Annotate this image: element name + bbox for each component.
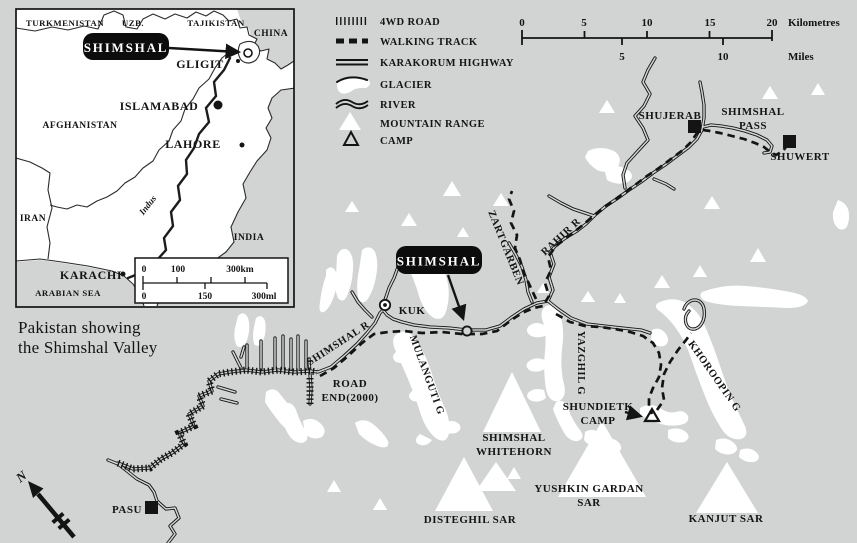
gligit-dot xyxy=(236,59,240,63)
label-road-end-2: END(2000) xyxy=(321,392,378,404)
label-lahore: LAHORE xyxy=(165,137,221,151)
shimshal-callout-label: SHIMSHAL xyxy=(397,254,481,269)
shujerab-settlement-marker xyxy=(688,120,701,133)
inset-scale-mi-300: 300ml xyxy=(252,292,277,302)
label-yushkin-gardan-1: YUSHKIN GARDAN xyxy=(534,483,643,495)
label-shundietk-camp-1: SHUNDIETK xyxy=(563,401,634,413)
inset-scale-mi-150: 150 xyxy=(198,292,213,302)
label-shimshal-whitehorn-1: SHIMSHAL xyxy=(482,432,545,444)
peak-kanjut-sar xyxy=(696,462,758,513)
pasu-settlement-marker xyxy=(145,501,158,514)
inset-scale-km-100: 100 xyxy=(171,265,186,275)
label-shundietk-camp-2: CAMP xyxy=(581,415,616,427)
inset-callout-box xyxy=(83,33,169,60)
inset-map: TURKMENISTAN UZB. TAJIKISTAN CHINA GLIGI… xyxy=(15,8,295,357)
legend-label-camp: CAMP xyxy=(380,136,413,147)
label-road-end-1: ROAD xyxy=(333,378,367,390)
inset-shimshal-marker xyxy=(243,48,253,58)
karakorum-highway-icon xyxy=(336,59,368,66)
label-yushkin-gardan-2: SAR xyxy=(577,497,601,509)
karachi-dot xyxy=(120,271,126,277)
inset-caption-line1: Pakistan showing xyxy=(18,318,141,337)
scale-km-20: 20 xyxy=(767,17,779,29)
shundietk-camp-arrow xyxy=(624,405,644,421)
label-yazghil-glacier: YAZGHIL G xyxy=(575,331,586,395)
scale-km-unit: Kilometres xyxy=(788,17,840,29)
inset-india-region xyxy=(157,88,294,307)
label-kuk: KUK xyxy=(399,305,426,317)
peak-yushkin-gardan-sar xyxy=(558,421,646,497)
camp-icon xyxy=(643,406,661,423)
scale-km-15: 15 xyxy=(705,17,717,29)
north-arrow: N xyxy=(12,467,76,539)
inset-arabian-sea xyxy=(16,260,144,307)
label-disteghil-sar: DISTEGHIL SAR xyxy=(424,514,517,526)
inset-china-region xyxy=(237,9,294,69)
inset-callout-arrow xyxy=(168,43,242,60)
river-icon xyxy=(335,98,369,110)
legend-label-4wd-road: 4WD ROAD xyxy=(380,17,440,28)
main-map: SHUJERAB SHIMSHAL PASS SHUWERT ZARTGARBE… xyxy=(12,56,850,543)
shimshal-callout-box xyxy=(396,246,482,274)
mountain-range-icon xyxy=(339,112,361,130)
scale-km-10: 10 xyxy=(642,17,654,29)
label-gligit: GLIGIT xyxy=(176,57,224,71)
scale-bar: 0 5 10 15 20 Kilometres 5 10 Miles xyxy=(519,17,840,63)
scale-km-0: 0 xyxy=(519,17,525,29)
label-shujerab: SHUJERAB xyxy=(639,110,702,122)
shimshal-callout: SHIMSHAL xyxy=(396,246,482,321)
peak-disteghil-sar xyxy=(435,457,493,511)
label-arabian-sea: ARABIAN SEA xyxy=(35,288,101,298)
lahore-dot xyxy=(239,142,245,148)
inset-scale-mi-0: 0 xyxy=(142,292,147,302)
legend: 4WD ROAD WALKING TRACK KARAKORUM HIGHWAY… xyxy=(335,17,514,147)
label-shuwert: SHUWERT xyxy=(770,151,830,163)
kuk-marker xyxy=(378,298,392,312)
glacier-icon xyxy=(336,76,371,94)
legend-label-glacier: GLACIER xyxy=(380,80,432,91)
scale-mi-unit: Miles xyxy=(788,51,814,63)
label-shimshal-pass-1: SHIMSHAL xyxy=(721,106,784,118)
glacier-shapes xyxy=(234,148,850,463)
inset-scale-box: 0 100 300km 0 150 300ml xyxy=(134,257,289,304)
4wd-road xyxy=(116,366,318,473)
label-tajikistan: TAJIKISTAN xyxy=(187,18,245,28)
shimshal-village-marker xyxy=(461,325,473,337)
legend-label-river: RIVER xyxy=(380,100,416,111)
map-labels: SHUJERAB SHIMSHAL PASS SHUWERT ZARTGARBE… xyxy=(112,106,830,526)
legend-label-mountain-range: MOUNTAIN RANGE xyxy=(380,119,485,130)
label-shimshal-pass-2: PASS xyxy=(739,120,767,132)
north-arrow-head xyxy=(28,481,44,498)
label-islamabad: ISLAMABAD xyxy=(120,99,199,113)
label-turkmenistan: TURKMENISTAN xyxy=(26,18,104,28)
inset-callout-label: SHIMSHAL xyxy=(84,40,168,55)
label-iran: IRAN xyxy=(20,214,46,224)
camp-legend-icon xyxy=(342,129,360,146)
label-india: INDIA xyxy=(234,233,264,243)
scale-mi-10: 10 xyxy=(718,51,730,63)
label-shimshal-whitehorn-2: WHITEHORN xyxy=(476,446,552,458)
shimshal-callout-arrow xyxy=(446,274,467,321)
legend-label-karakorum-highway: KARAKORUM HIGHWAY xyxy=(380,58,514,69)
mountain-range-icons xyxy=(327,83,825,513)
label-kanjut-sar: KANJUT SAR xyxy=(689,513,764,525)
label-china: CHINA xyxy=(254,29,288,39)
legend-label-walking-track: WALKING TRACK xyxy=(380,37,478,48)
scale-mi-5: 5 xyxy=(619,51,625,63)
peak-shimshal-whitehorn xyxy=(483,372,541,432)
label-pasu: PASU xyxy=(112,504,142,516)
inset-scale-km-300: 300km xyxy=(226,265,254,275)
label-karachi: KARACHI xyxy=(60,268,122,282)
walking-tracks xyxy=(319,128,790,415)
shuwert-settlement-marker xyxy=(783,135,796,148)
label-uzb: UZB. xyxy=(122,18,144,28)
inset-border xyxy=(15,8,295,308)
scale-km-5: 5 xyxy=(581,17,587,29)
label-afghanistan: AFGHANISTAN xyxy=(43,121,118,131)
inset-caption-line2: the Shimshal Valley xyxy=(18,338,158,357)
inset-scale-km-0: 0 xyxy=(142,265,147,275)
islamabad-dot xyxy=(213,100,223,110)
